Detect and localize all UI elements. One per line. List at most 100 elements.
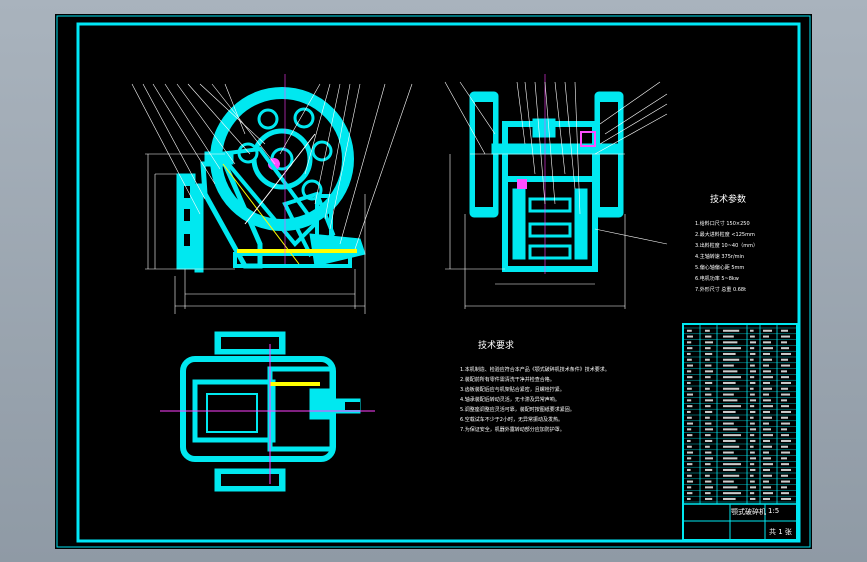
tech-param-item: 3.出料粒度 10~40（mm） (695, 243, 759, 249)
parts-row-text-mark (750, 399, 756, 402)
parts-row-text-mark (705, 376, 711, 379)
parts-row-text-mark (705, 439, 713, 442)
parts-row-text-mark (687, 410, 691, 413)
parts-row-text-mark (705, 463, 711, 466)
drawing-sheet: 技术参数 1.给料口尺寸 150×250 2.最大进料粒度 <125mm 3.出… (55, 14, 812, 549)
parts-row-text-mark (750, 393, 755, 396)
tech-requirement-item: 7.为保证安全，机器外露转动部分应加防护罩。 (460, 427, 565, 433)
parts-row-text-mark (750, 422, 755, 425)
parts-row-text-mark (750, 358, 754, 361)
parts-row-text-mark (781, 399, 787, 402)
parts-row-text-mark (705, 492, 711, 495)
parts-row-text-mark (781, 381, 791, 384)
parts-row-text-mark (723, 352, 736, 355)
tech-param-item: 5.偏心轴偏心距 5mm (695, 265, 745, 271)
parts-row-text-mark (781, 445, 788, 448)
parts-row-text-mark (723, 358, 740, 361)
parts-row-text-mark (781, 434, 789, 437)
parts-row-text-mark (750, 370, 756, 373)
parts-row-text-mark (705, 457, 713, 460)
parts-row-text-mark (750, 434, 755, 437)
parts-row-text-mark (763, 329, 772, 332)
parts-row-text-mark (781, 457, 787, 460)
parts-row-text-mark (687, 341, 692, 344)
parts-row-text-mark (763, 399, 771, 402)
parts-row-text-mark (750, 381, 756, 384)
parts-row-text-mark (723, 410, 736, 413)
parts-row-text-mark (781, 428, 787, 431)
parts-row-text-mark (687, 399, 692, 402)
parts-row-text-mark (763, 463, 773, 466)
parts-row-text-mark (723, 335, 734, 338)
parts-row-text-mark (750, 480, 755, 483)
parts-row-text-mark (750, 376, 755, 379)
parts-row-text-mark (763, 445, 772, 448)
parts-row-text-mark (687, 492, 693, 495)
parts-row-text-mark (781, 329, 788, 332)
parts-row-text-mark (723, 405, 741, 408)
parts-row-text-mark (705, 445, 710, 448)
parts-row-text-mark (723, 387, 740, 390)
parts-row-text-mark (723, 451, 734, 454)
parts-list-text (687, 329, 791, 500)
parts-row-text-mark (687, 474, 692, 477)
parts-row-text-mark (687, 393, 693, 396)
parts-row-text-mark (781, 352, 791, 355)
parts-row-text-mark (723, 434, 741, 437)
parts-row-text-mark (705, 341, 713, 344)
parts-row-text-mark (763, 341, 771, 344)
parts-row-text-mark (763, 416, 772, 419)
parts-row-text-mark (750, 468, 756, 471)
parts-row-text-mark (763, 381, 770, 384)
parts-row-text-mark (781, 376, 789, 379)
parts-row-text-mark (705, 381, 713, 384)
tech-param-item: 1.给料口尺寸 150×250 (695, 221, 750, 227)
front-view-dimensions (145, 74, 366, 314)
parts-row-text-mark (687, 358, 692, 361)
parts-row-text-mark (763, 376, 773, 379)
parts-row-text-mark (705, 399, 713, 402)
parts-row-text-mark (705, 335, 712, 338)
drawing-sheet-count: 共 1 张 (769, 528, 792, 536)
parts-row-text-mark (723, 492, 741, 495)
parts-row-text-mark (750, 352, 756, 355)
tech-param-item: 7.外形尺寸 总重 0.68t (695, 287, 747, 293)
parts-row-text-mark (763, 405, 773, 408)
parts-row-text-mark (750, 474, 754, 477)
parts-row-text-mark (687, 329, 692, 332)
parts-row-text-mark (750, 463, 755, 466)
parts-row-text-mark (723, 393, 734, 396)
parts-row-text-mark (705, 387, 710, 390)
parts-row-text-mark (750, 335, 755, 338)
parts-row-text-mark (763, 335, 769, 338)
parts-row-text-mark (705, 451, 712, 454)
parts-row-text-mark (705, 416, 710, 419)
parts-row-text-mark (723, 463, 741, 466)
parts-row-text-mark (763, 451, 769, 454)
parts-row-text-mark (781, 347, 789, 350)
parts-row-text-mark (781, 486, 787, 489)
tech-param-item: 2.最大进料粒度 <125mm (695, 232, 755, 238)
parts-row-text-mark (705, 486, 713, 489)
parts-row-text-mark (723, 370, 738, 373)
parts-row-text-mark (750, 486, 756, 489)
parts-row-text-mark (723, 468, 736, 471)
parts-row-text-mark (781, 387, 788, 390)
parts-row-text-mark (723, 347, 741, 350)
parts-row-text-mark (763, 439, 770, 442)
parts-row-text-mark (750, 439, 756, 442)
parts-row-text-mark (687, 451, 693, 454)
drawing-scale: 1:5 (768, 507, 780, 515)
parts-row-text-mark (750, 497, 756, 500)
tech-param-item: 4.主轴转速 375r/min (695, 254, 745, 260)
parts-row-text-mark (723, 497, 736, 500)
parts-row-text-mark (763, 492, 773, 495)
parts-row-text-mark (763, 474, 772, 477)
tech-requirement-item: 1.本机制造、检验应符合本产品《颚式破碎机技术条件》技术要求。 (460, 367, 610, 373)
parts-row-text-mark (723, 341, 738, 344)
parts-row-text-mark (723, 376, 741, 379)
parts-list (682, 323, 798, 541)
parts-row-text-mark (750, 347, 755, 350)
parts-row-text-mark (723, 381, 736, 384)
parts-row-text-mark (705, 358, 710, 361)
